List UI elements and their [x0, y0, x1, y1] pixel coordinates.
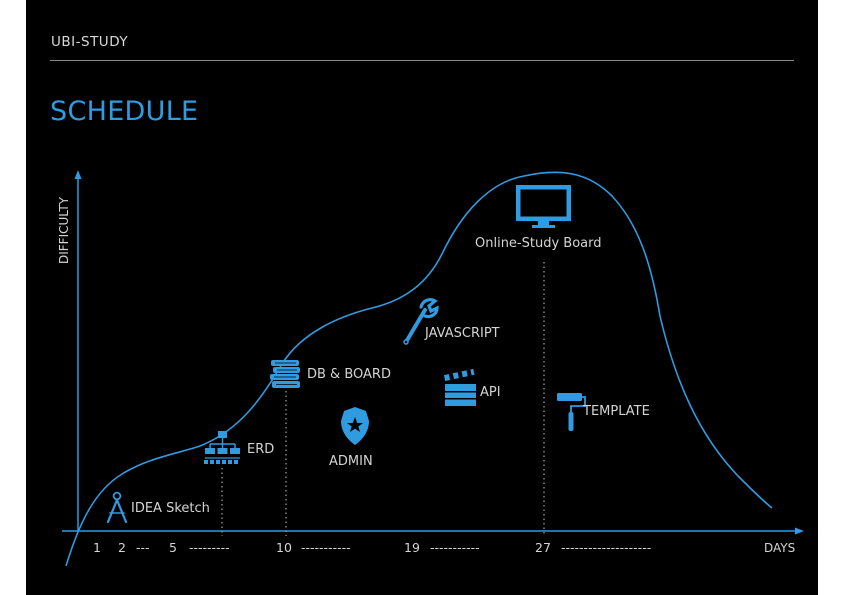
slide: UBI-STUDY SCHEDULE — [26, 0, 818, 595]
x-axis — [62, 527, 804, 535]
milestone-label: ADMIN — [329, 454, 373, 469]
milestone-db: DB & BOARD — [270, 360, 391, 388]
milestone-label: TEMPLATE — [582, 404, 650, 419]
milestone-erd: ERD — [204, 431, 274, 464]
milestone-api: API — [443, 368, 501, 406]
milestone-admin: ADMIN — [329, 407, 373, 469]
clapperboard-icon — [443, 368, 476, 406]
y-axis-label: DIFFICULTY — [57, 196, 71, 264]
milestone-js: JAVASCRIPT — [403, 298, 500, 345]
x-tick: 5 — [169, 540, 177, 555]
x-tick-gap: ----------- — [430, 540, 480, 555]
x-tick: 1 — [93, 540, 101, 555]
milestone-label: IDEA Sketch — [131, 501, 210, 516]
monitor-icon — [516, 185, 571, 228]
books-icon — [270, 360, 300, 388]
wrench-icon — [403, 298, 439, 345]
x-tick: 2 — [118, 540, 126, 555]
header-divider — [50, 60, 794, 61]
difficulty-curve — [65, 171, 773, 567]
milestone-label: API — [480, 385, 501, 400]
milestone-online: Online-Study Board — [475, 185, 602, 251]
milestone-label: JAVASCRIPT — [424, 326, 500, 341]
sitemap-icon — [204, 431, 240, 464]
milestone-template: TEMPLATE — [557, 393, 650, 431]
x-tick-gap: --------- — [189, 540, 230, 555]
x-tick: 19 — [404, 540, 420, 555]
x-tick-gap: ----------- — [301, 540, 351, 555]
brand-label: UBI-STUDY — [51, 34, 129, 50]
x-tick: 27 — [535, 540, 551, 555]
x-tick-gap: --- — [136, 540, 150, 555]
x-tick-gap: -------------------- — [561, 540, 651, 555]
y-axis — [74, 170, 82, 532]
guide-lines — [221, 262, 545, 536]
x-axis-label: DAYS — [764, 541, 795, 555]
milestone-label: Online-Study Board — [475, 236, 602, 251]
badge-icon — [341, 407, 369, 445]
page-title: SCHEDULE — [50, 96, 199, 127]
x-tick: 10 — [276, 540, 292, 555]
milestone-idea: IDEA Sketch — [106, 491, 210, 524]
milestone-label: DB & BOARD — [307, 367, 391, 382]
paint-roller-icon — [557, 393, 586, 431]
milestone-label: ERD — [247, 442, 274, 457]
compass-icon — [106, 491, 128, 524]
